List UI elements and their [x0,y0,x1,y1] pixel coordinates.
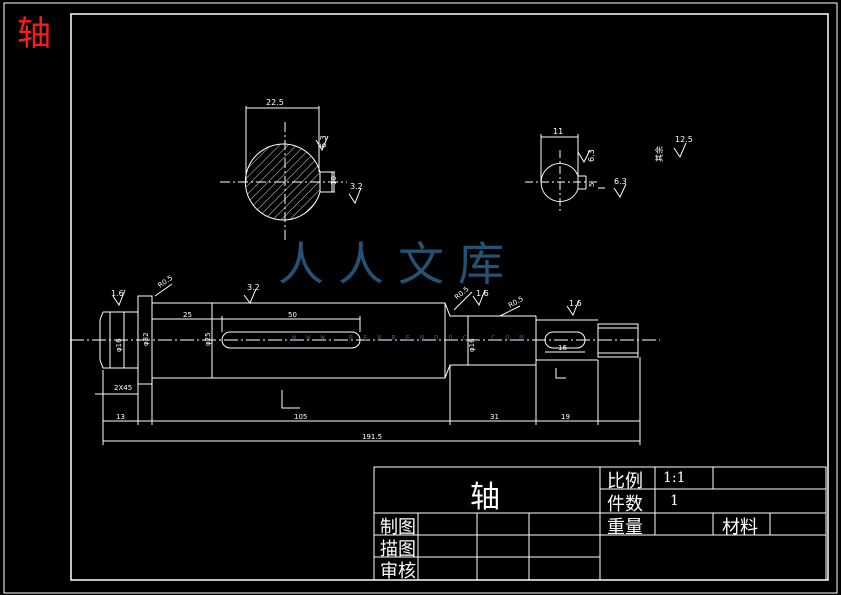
dim-d2: φ32 [142,332,150,346]
left-width-dim: 22.5 [266,98,284,107]
scale-label: 比例 [607,471,643,492]
qty-label: 件数 [607,494,643,515]
outer-frame [3,2,838,594]
dim-d3: φ25 [204,332,212,346]
material-label: 材料 [722,517,758,538]
dim-chamfer: 2X45 [114,384,132,392]
dim-total: 191.5 [362,433,382,441]
left-roughness-1: 6.3 [319,135,328,148]
roughness-right: 1.6 [569,299,582,308]
watermark-url: WWW.RENRENDOC.COM [292,334,534,342]
dim-len-13: 13 [116,413,125,421]
traced-label: 描图 [380,539,416,560]
dim-r1: R0.5 [157,274,175,290]
inner-frame [70,13,829,581]
dim-key-offset: 25 [183,311,192,319]
dim-d1: φ16 [115,338,123,352]
dim-len-31: 31 [490,413,499,421]
drawn-label: 制图 [380,517,416,538]
roughness-left: 1.6 [111,289,124,298]
corner-title: 轴 [17,14,51,54]
qty-value: 1 [670,493,679,509]
weight-label: 重量 [607,517,643,538]
shaft-main-view [70,283,660,445]
dim-len-19: 19 [561,413,570,421]
section-view-right [525,134,687,212]
left-key-dim: 10 [330,176,338,185]
left-roughness-2: 3.2 [350,182,363,191]
title-block-grid [373,466,827,581]
watermark-text: 人人文库 [278,237,518,291]
right-width-dim: 11 [553,127,563,136]
roughness-mid: 1.6 [476,289,489,298]
roughness-key: 3.2 [247,283,260,292]
checked-label: 审核 [380,561,416,582]
dim-key2-length: 16 [558,344,567,352]
right-roughness-1: 6.3 [587,149,596,162]
part-name: 轴 [470,480,500,515]
section-view-left [220,106,362,242]
right-key-dim: 5 [588,183,596,187]
other-roughness-note: 其余 [654,146,664,162]
other-roughness-value: 12.5 [675,135,693,144]
dim-len-105: 105 [294,413,307,421]
scale-value: 1:1 [663,470,686,486]
dim-key-length: 50 [288,311,297,319]
dim-d4: φ16 [468,338,476,352]
right-roughness-2: 6.3 [614,177,627,186]
